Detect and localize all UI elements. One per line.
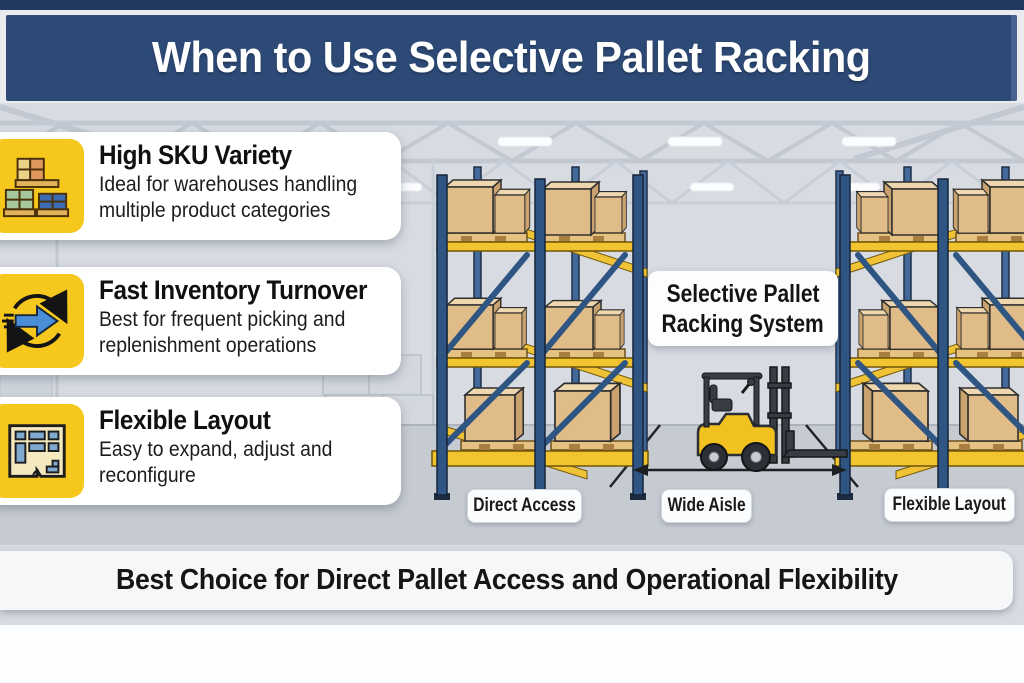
label-text: Wide Aisle bbox=[667, 495, 746, 516]
card-text-line: replenishment operations bbox=[99, 333, 317, 357]
inventory-cycle-icon bbox=[2, 289, 68, 353]
label-text: Flexible Layout bbox=[892, 494, 1007, 515]
aisle-width-arrow bbox=[633, 464, 847, 476]
right-rack bbox=[835, 167, 1024, 500]
floor-plan-icon bbox=[8, 424, 66, 478]
card-text-line: reconfigure bbox=[99, 463, 196, 487]
footer-text: Best Choice for Direct Pallet Access and… bbox=[115, 564, 898, 596]
card-icon-box bbox=[0, 274, 84, 368]
card-text-line: Best for frequent picking and bbox=[99, 307, 346, 331]
label-flexible-layout: Flexible Layout bbox=[884, 488, 1015, 522]
card-text-line: Easy to expand, adjust and bbox=[99, 437, 333, 461]
forklift-fork bbox=[781, 449, 848, 458]
forklift bbox=[696, 366, 848, 472]
card-title: Flexible Layout bbox=[99, 405, 271, 435]
page-title: When to Use Selective Pallet Racking bbox=[152, 33, 871, 82]
label-wide-aisle: Wide Aisle bbox=[661, 489, 752, 523]
pallet-stacks-icon bbox=[2, 157, 70, 218]
header-banner: When to Use Selective Pallet Racking bbox=[6, 15, 1017, 101]
forklift-wheels bbox=[700, 442, 771, 472]
diagram-title-label: Selective Pallet Racking System bbox=[648, 271, 838, 346]
bottom-margin-strip bbox=[0, 625, 1024, 683]
label-direct-access: Direct Access bbox=[467, 489, 582, 523]
diagram-title-line: Selective Pallet bbox=[666, 279, 820, 308]
feature-card-fast-inventory-turnover: Fast Inventory Turnover Best for frequen… bbox=[0, 267, 401, 375]
forklift-cab bbox=[701, 372, 763, 428]
card-icon-box bbox=[0, 404, 84, 498]
card-text-line: Ideal for warehouses handling bbox=[99, 172, 358, 196]
card-title: High SKU Variety bbox=[99, 140, 292, 170]
forklift-mast bbox=[767, 366, 848, 464]
card-icon-box bbox=[0, 139, 84, 233]
feature-card-flexible-layout: Flexible Layout Easy to expand, adjust a… bbox=[0, 397, 401, 505]
card-text-line: multiple product categories bbox=[99, 198, 331, 222]
top-accent-strip bbox=[0, 0, 1024, 10]
card-title: Fast Inventory Turnover bbox=[99, 275, 368, 305]
left-rack bbox=[432, 167, 648, 500]
label-text: Direct Access bbox=[473, 495, 576, 516]
feature-card-high-sku-variety: High SKU Variety Ideal for warehouses ha… bbox=[0, 132, 401, 240]
footer-banner: Best Choice for Direct Pallet Access and… bbox=[0, 551, 1013, 610]
diagram-title-line: Racking System bbox=[661, 309, 825, 338]
